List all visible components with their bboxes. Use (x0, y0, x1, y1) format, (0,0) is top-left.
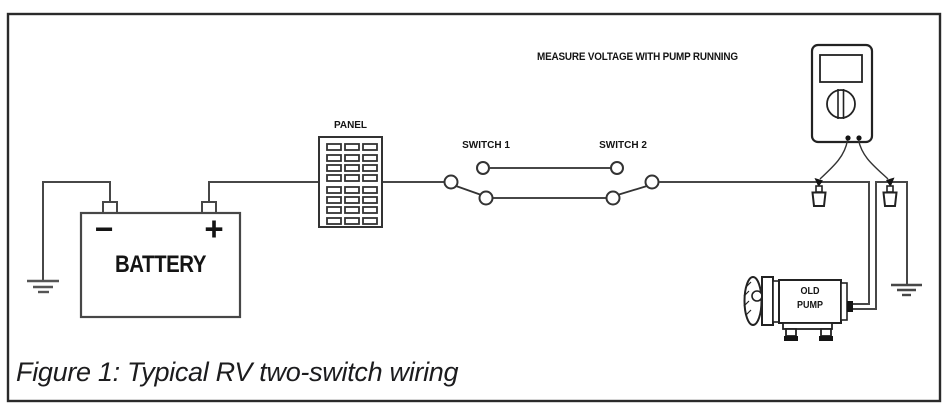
switch1-symbol (443, 161, 494, 206)
wire-pump-return-to-ground (852, 181, 908, 310)
wire-battery-negative (42, 181, 111, 281)
switch-traveler-wires (490, 167, 611, 199)
ground-icon (27, 279, 59, 294)
battery-symbol (79, 201, 242, 319)
figure-caption: Figure 1: Typical RV two-switch wiring (16, 357, 459, 387)
battery-negative-terminal-symbol: − (94, 211, 114, 247)
meter-lead-right (857, 139, 895, 187)
wire-switch2-to-pump (659, 181, 870, 305)
test-probe-icon (882, 185, 898, 207)
pump-label-line2: PUMP (796, 300, 824, 311)
figure-border (6, 12, 942, 403)
measure-voltage-annotation: MEASURE VOLTAGE WITH PUMP RUNNING (537, 51, 738, 63)
multimeter-icon (810, 43, 874, 144)
pump-label-line1: OLD (800, 286, 820, 297)
panel-label: PANEL (333, 119, 368, 131)
switch1-label: SWITCH 1 (462, 140, 510, 151)
switch2-symbol (605, 161, 660, 206)
battery-positive-terminal-symbol: + (204, 210, 224, 247)
panel-symbol (318, 136, 383, 228)
battery-label: BATTERY (114, 251, 207, 278)
ground-icon (891, 283, 922, 297)
wire-battery-positive-to-panel (208, 181, 318, 203)
meter-lead-left (814, 139, 849, 187)
test-probe-icon (811, 185, 827, 207)
pump-symbol (743, 276, 853, 341)
switch2-label: SWITCH 2 (599, 140, 647, 151)
